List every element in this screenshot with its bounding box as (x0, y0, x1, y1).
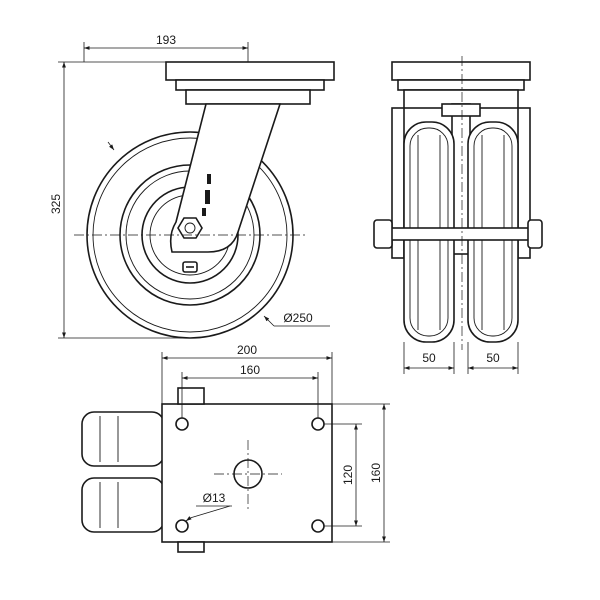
dim-label-hole-spacing-y: 120 (341, 465, 355, 485)
side-fork-leg (169, 103, 282, 253)
dim-label-overall-height: 325 (49, 194, 63, 214)
side-axle-nut (177, 217, 203, 239)
dim-label-plate-width: 200 (237, 343, 257, 357)
front-view: 50 50 (373, 56, 543, 374)
dim-label-wheel-diameter: Ø250 (283, 311, 313, 325)
fork-logo-mark (207, 174, 211, 184)
top-axle-nut-lower (177, 541, 205, 553)
front-axle (383, 227, 539, 241)
dim-leader-bolt-hole (189, 505, 231, 519)
top-wheel-upper (81, 411, 165, 467)
front-swivel-ring (397, 79, 525, 91)
dim-label-wheel-width-right: 50 (486, 351, 500, 365)
dim-label-plate-length: 160 (369, 463, 383, 483)
top-view: 200 160 120 160 Ø13 (81, 343, 390, 553)
fork-logo-mark (202, 208, 206, 216)
dim-leader-tread (107, 141, 115, 151)
side-axle-bolt (184, 222, 196, 234)
dim-label-bolt-hole: Ø13 (203, 491, 226, 505)
dim-leader-bolt-hole (185, 516, 192, 522)
side-top-plate (165, 61, 335, 81)
front-grease-bracket (441, 103, 481, 117)
fork-logo-mark (205, 190, 210, 204)
top-wheel-lower (81, 477, 165, 533)
dim-leader-diameter (263, 315, 275, 327)
bolt-hole (175, 519, 189, 533)
front-top-plate (391, 61, 531, 81)
front-axle-nut-left (373, 219, 393, 249)
dim-label-hole-spacing-x: 160 (240, 363, 260, 377)
top-axle-nut-upper (177, 387, 205, 405)
side-view: 193 325 Ø250 (49, 33, 335, 339)
side-bearing-housing (185, 89, 311, 105)
dim-label-top-width: 193 (156, 33, 176, 47)
front-axle-nut-right (527, 219, 543, 249)
dim-label-wheel-width-left: 50 (422, 351, 436, 365)
side-swivel-ring (175, 79, 325, 91)
